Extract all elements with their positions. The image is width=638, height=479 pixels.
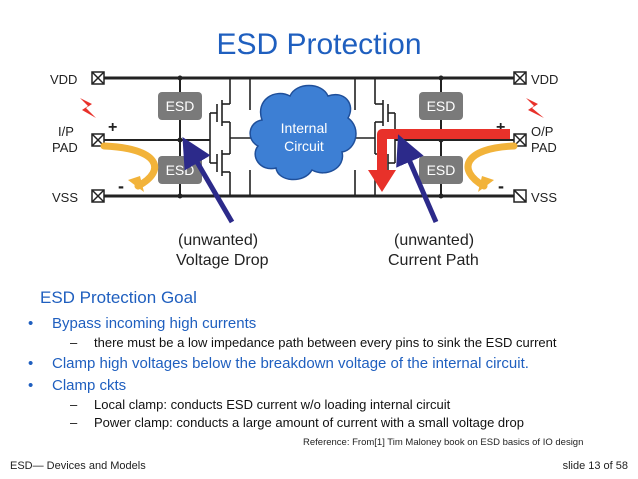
plus-left: + [108,119,117,136]
esd-box-right-top: ESD [419,92,463,120]
reference-note: Reference: From[1] Tim Maloney book on E… [303,437,584,448]
vss-left-label: VSS [52,190,78,205]
minus-left: - [118,176,124,196]
internal-label: Internal [281,120,328,136]
pad-vdd-right [513,71,527,85]
goal-item: •Bypass incoming high currents [28,315,257,332]
svg-text:ESD: ESD [427,98,456,114]
internal-circuit-cloud: Internal Circuit [249,84,357,181]
minus-right: - [498,176,504,196]
purple-arrow-left [182,137,235,224]
purple-arrow-right [396,134,439,223]
pad-vss-left [91,189,105,203]
ip-label: I/P [58,124,74,139]
lightning-left-icon [80,98,96,118]
lightning-right-icon [526,98,544,118]
goal-item: •Clamp high voltages below the breakdown… [28,355,529,372]
red-current-path [377,129,510,172]
vss-right-label: VSS [531,190,557,205]
annotation-right-line2: Current Path [388,252,479,269]
yellow-arrow-right [464,142,518,190]
slide-number: slide 13 of 58 [562,460,628,472]
vdd-left-label: VDD [50,72,77,87]
svg-text:ESD: ESD [427,162,456,178]
esd-box-left-top: ESD [158,92,202,120]
annotation-right-line1: (unwanted) [394,232,474,249]
output-inverter [340,78,396,196]
pad-left-label: PAD [52,140,78,155]
vdd-right-label: VDD [531,72,558,87]
pad-op [513,133,527,147]
goal-list: •Bypass incoming high currents –there mu… [28,312,628,432]
circuit-label: Circuit [284,138,324,154]
plus-right: + [496,119,505,136]
op-label: O/P [531,124,553,139]
annotation-left-line2: Voltage Drop [176,252,269,269]
slide-title: ESD Protection [216,28,422,61]
esd-box-right-bottom: ESD [419,156,463,184]
annotation-left-line1: (unwanted) [178,232,258,249]
yellow-arrow-left [100,142,159,190]
goal-heading: ESD Protection Goal [40,288,197,307]
pad-vss-right [513,189,527,203]
pad-vdd-left [91,71,105,85]
goal-item: •Clamp ckts [28,377,127,394]
svg-text:ESD: ESD [166,162,195,178]
esd-circuit-diagram: VDD I/P PAD VSS VDD O/P PAD VSS ESD ESD … [50,71,558,269]
pad-ip [91,133,105,147]
footer-left: ESD— Devices and Models [10,460,146,472]
goal-subitem: –there must be a low impedance path betw… [70,335,557,350]
goal-subitem: –Local clamp: conducts ESD current w/o l… [70,397,451,412]
svg-text:ESD: ESD [166,98,195,114]
goal-subitem: –Power clamp: conducts a large amount of… [70,415,524,430]
pad-right-label: PAD [531,140,557,155]
